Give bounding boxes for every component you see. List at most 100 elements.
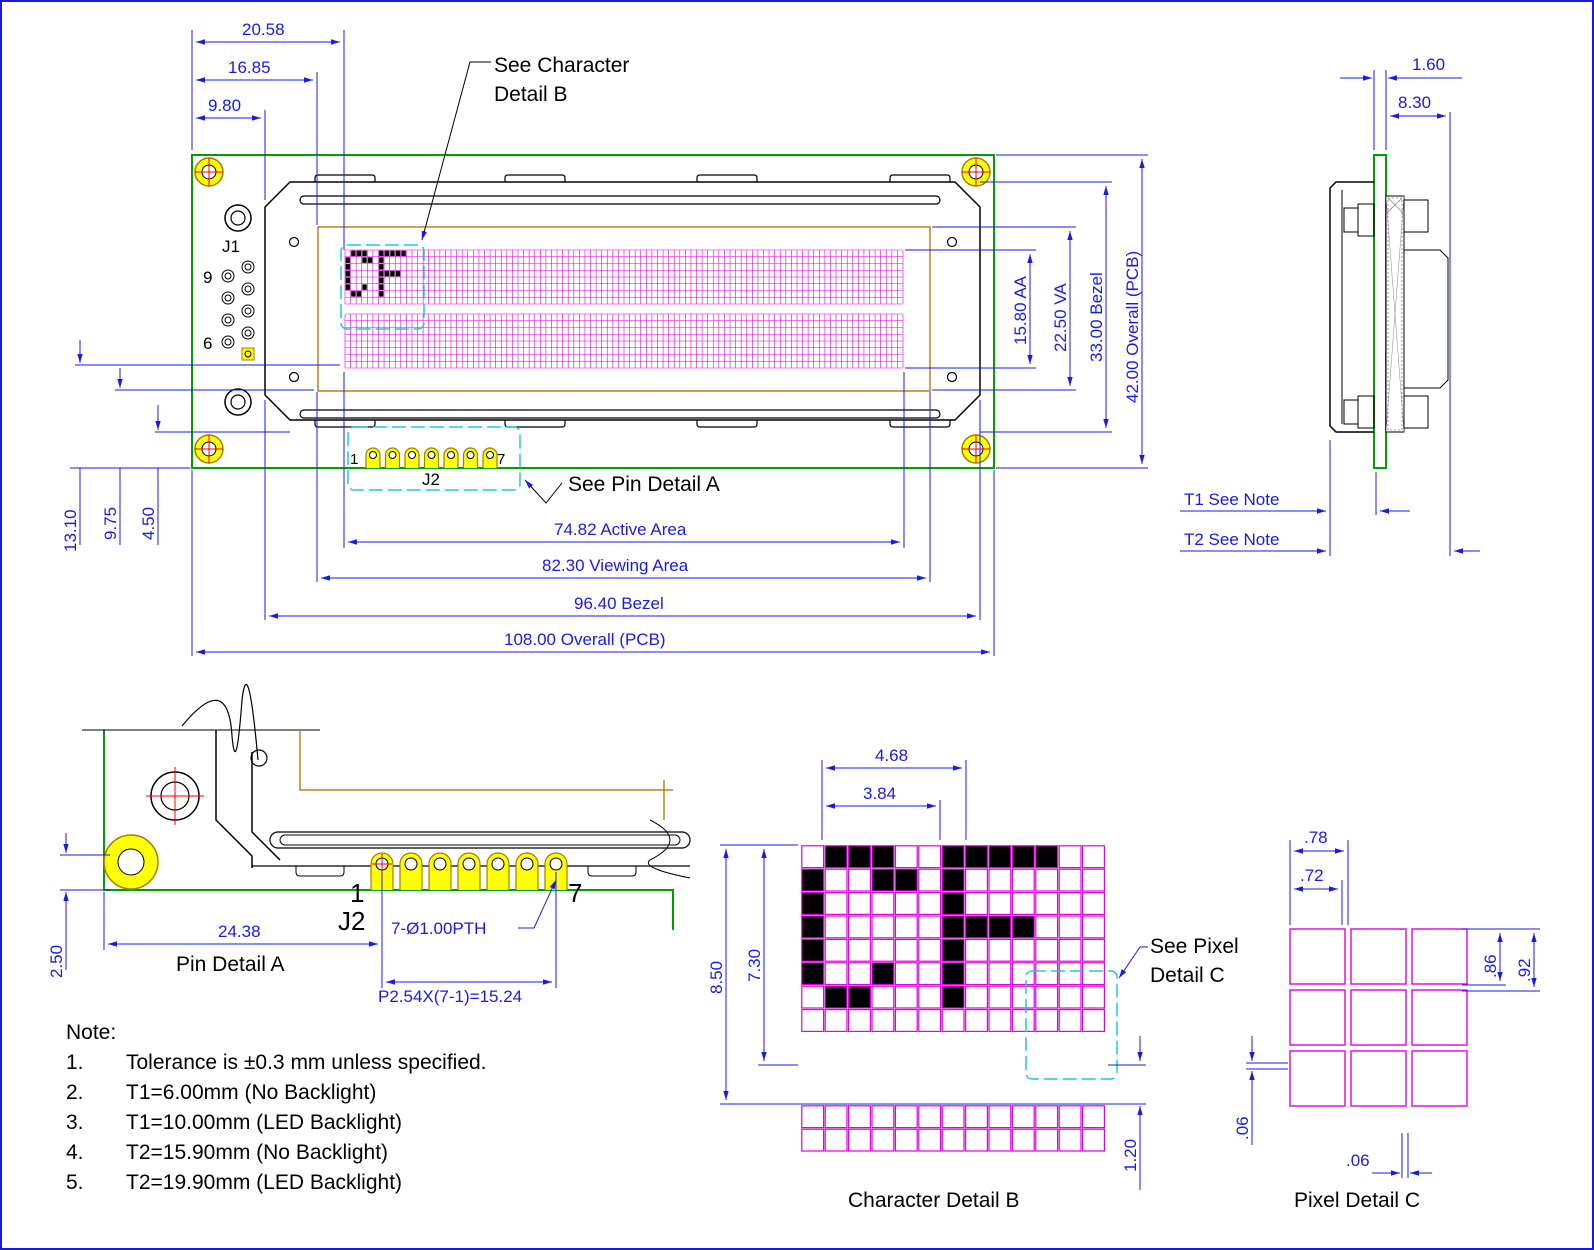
pin-detail-pad-hole: [462, 857, 476, 871]
aa-glyph-dot: [351, 291, 356, 297]
char-pixel-on: [941, 985, 965, 1009]
pixel-cell: [1289, 1050, 1346, 1107]
char-pixel-off: [1011, 1128, 1035, 1152]
dim-8-30: 8.30: [1398, 93, 1431, 112]
char-detail-marker: [340, 244, 425, 330]
j2-pin7-label: 7: [497, 451, 505, 468]
j2-pad-hole: [408, 451, 416, 459]
char-pixel-off: [847, 1008, 871, 1032]
char-pixel-off: [801, 1008, 825, 1032]
char-pixel-on: [871, 845, 895, 869]
char-pixel-off: [824, 938, 848, 962]
char-pixel-off: [1011, 868, 1035, 892]
char-pixel-off: [1081, 1008, 1105, 1032]
char-pixel-off: [1035, 1008, 1059, 1032]
char-pixel-off: [871, 985, 895, 1009]
j2-big: J2: [338, 906, 365, 936]
char-pixel-off: [894, 938, 918, 962]
char-pixel-off: [1011, 962, 1035, 986]
viewing-area: [317, 226, 931, 392]
char-pixel-off: [1058, 1105, 1082, 1129]
aa-glyph-dot: [362, 250, 367, 257]
char-pixel-off: [894, 1105, 918, 1129]
pin-detail-marker: [347, 426, 521, 491]
char-pixel-on: [988, 915, 1012, 939]
char-pixel-off: [964, 868, 988, 892]
char-pixel-on: [871, 868, 895, 892]
char-pixel-off: [801, 1128, 825, 1152]
t2-note: T2 See Note: [1184, 530, 1279, 549]
see-char-callout-2: Detail B: [494, 83, 568, 106]
char-pixel-off: [1081, 938, 1105, 962]
aa-glyph-dot: [345, 284, 350, 290]
char-pixel-off: [988, 985, 1012, 1009]
char-pixel-off: [1058, 1128, 1082, 1152]
char-pixel-off: [1081, 868, 1105, 892]
char-pixel-on: [801, 891, 825, 915]
char-pixel-off: [918, 845, 942, 869]
aa-glyph-dot: [362, 284, 367, 290]
see-pixel-callout: See Pixel: [1150, 935, 1239, 958]
aa-glyph-dot: [379, 284, 384, 290]
char-pixel-on: [894, 868, 918, 892]
char-pixel-off: [988, 868, 1012, 892]
dim-22-50: 22.50 VA: [1051, 283, 1070, 352]
pixel-cell: [1411, 1050, 1468, 1107]
aa-glyph-dot: [379, 264, 384, 270]
pixel-cell: [1411, 989, 1468, 1046]
char-pixel-off: [1081, 891, 1105, 915]
j1-label: J1: [222, 237, 240, 256]
char-pixel-off: [1035, 985, 1059, 1009]
pin-detail-pad-hole: [491, 857, 505, 871]
aa-glyph-dot: [379, 277, 384, 284]
char-pixel-off: [941, 1008, 965, 1032]
char-pixel-on: [847, 845, 871, 869]
aa-glyph-dot: [362, 257, 367, 263]
pixel-cell: [1289, 989, 1346, 1046]
char-pixel-off: [918, 868, 942, 892]
char-pixel-off: [1081, 1128, 1105, 1152]
mounting-hole-tr: [961, 157, 991, 187]
j2-pad-hole: [369, 451, 377, 459]
char-pixel-off: [988, 1128, 1012, 1152]
pixel-grid: [1289, 928, 1468, 1107]
aa-glyph-dot: [401, 250, 406, 257]
aa-glyph-dot: [345, 277, 350, 284]
bezel-outline: [264, 181, 981, 421]
char-pixel-on: [801, 962, 825, 986]
t1-note: T1 See Note: [1184, 490, 1279, 509]
char-pixel-off: [1058, 891, 1082, 915]
pitch-label: P2.54X(7-1)=15.24: [378, 987, 522, 1006]
aa-glyph-dot: [345, 257, 350, 263]
dim-8-50: 8.50: [707, 961, 726, 994]
char-pixel-off: [1035, 891, 1059, 915]
aa-glyph-dot: [345, 270, 350, 277]
char-pixel-off: [1035, 962, 1059, 986]
pin-detail-pad-hole: [433, 857, 447, 871]
aa-glyph-dot: [367, 257, 373, 263]
char-pixel-off: [1011, 985, 1035, 1009]
char-pixel-on: [988, 845, 1012, 869]
pin-detail-pad-hole: [404, 857, 418, 871]
pixel-detail-marker: [1025, 970, 1118, 1080]
dim-06-horizontal: .06: [1346, 1151, 1370, 1170]
char-pixel-off: [1081, 915, 1105, 939]
char-pixel-off: [918, 1008, 942, 1032]
aa-glyph-dot: [379, 250, 384, 257]
note-2: 2.T1=6.00mm (No Backlight): [66, 1081, 377, 1104]
j2-pad-hole: [486, 451, 494, 459]
aa-glyph-dot: [384, 270, 390, 277]
char-pixel-off: [1081, 962, 1105, 986]
pixel-cell: [1411, 928, 1468, 985]
dim-24-38: 24.38: [218, 922, 261, 941]
char-pixel-on: [1011, 845, 1035, 869]
aa-glyph-dot: [345, 264, 350, 270]
aa-glyph-dot: [390, 270, 395, 277]
char-pixel-on: [1011, 915, 1035, 939]
char-pixel-off: [801, 985, 825, 1009]
char-pixel-off: [918, 915, 942, 939]
pin7-big: 7: [568, 878, 582, 908]
j2-pad-hole: [447, 451, 455, 459]
